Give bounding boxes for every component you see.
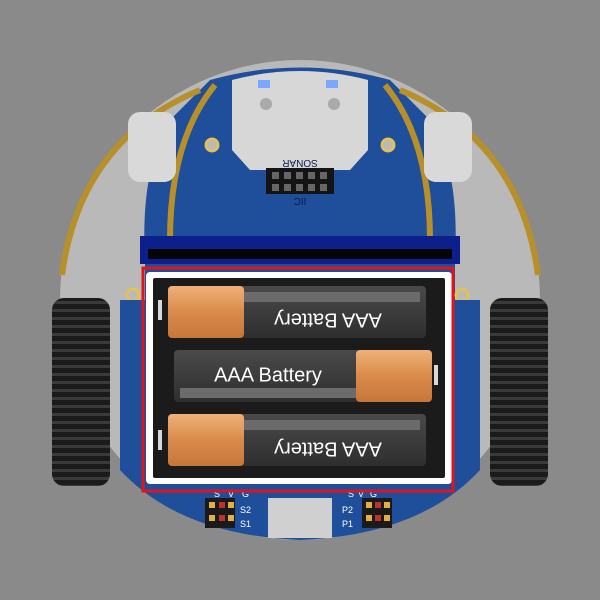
port-left-s1-label: S1 — [240, 519, 251, 529]
highlight-box — [141, 266, 455, 493]
header-pins — [272, 172, 327, 191]
top-panel — [232, 71, 368, 170]
sensor-right — [328, 98, 340, 110]
port-left-v-label: V — [228, 489, 234, 499]
battery-top: AAA Battery — [168, 286, 426, 338]
side-module-right — [424, 112, 472, 182]
board-gold-trace-right — [382, 83, 433, 241]
led-left — [258, 80, 270, 88]
port-right-g-label: G — [370, 489, 377, 499]
bottom-connector — [268, 498, 332, 538]
led-right — [326, 80, 338, 88]
battery-middle-label: AAA Battery — [214, 364, 322, 386]
battery-top-label: AAA Battery — [274, 309, 382, 331]
port-left[interactable] — [205, 498, 235, 528]
port-left-s2-label: S2 — [240, 505, 251, 515]
wheel-left — [52, 298, 110, 486]
sonar-label: SONAR — [282, 157, 318, 168]
battery-bottom-label: AAA Battery — [274, 438, 382, 460]
port-left-s-label: S — [214, 489, 220, 499]
side-module-left — [128, 112, 176, 182]
port-right-p1-label: P1 — [342, 519, 353, 529]
port-right-p2-label: P2 — [342, 505, 353, 515]
iic-label: IIC — [294, 195, 307, 206]
sensor-left — [260, 98, 272, 110]
port-left-g-label: G — [242, 489, 249, 499]
top-bar-inner — [148, 249, 452, 259]
port-right[interactable] — [362, 498, 392, 528]
port-right-v-label: V — [358, 489, 364, 499]
battery-contacts — [158, 300, 438, 450]
wheel-right — [490, 298, 548, 486]
port-right-s-label: S — [348, 489, 354, 499]
battery-bottom: AAA Battery — [168, 414, 426, 466]
battery-middle: AAA Battery — [174, 350, 432, 402]
board-gold-trace-left — [167, 83, 218, 241]
chassis-gold-ring — [59, 87, 541, 276]
